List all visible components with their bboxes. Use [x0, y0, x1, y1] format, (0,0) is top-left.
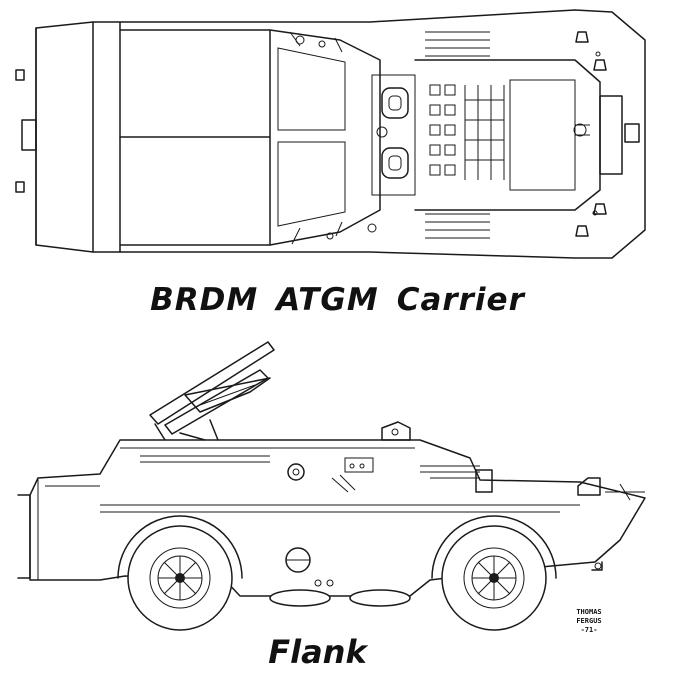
signature-line: FERGUS — [576, 617, 602, 625]
signature-line: -71- — [580, 626, 598, 634]
top-view-rear-light — [15, 181, 25, 193]
flank-view-front-arch — [431, 515, 557, 579]
title-word: ATGM — [276, 282, 379, 318]
flank-view-belly-wheel — [269, 589, 331, 607]
top-view-rear-hook — [21, 119, 37, 151]
flank-view-front-wheel — [441, 525, 547, 631]
signature-line: THOMAS — [576, 608, 602, 616]
flank-view-hull — [29, 439, 646, 597]
top-view-louvers — [425, 31, 576, 239]
top-view-rear-light — [15, 69, 25, 81]
top-view-hatch — [573, 123, 587, 137]
top-view-engine-deck — [269, 29, 381, 246]
artist-signature: THOMAS FERGUS -71- — [564, 608, 614, 635]
flank-view-launcher — [149, 341, 275, 441]
top-view-headlight — [575, 31, 589, 43]
top-view-driver-window — [599, 95, 623, 175]
top-view-drawing — [15, 9, 646, 259]
vehicle-title: BRDM ATGM Carrier — [0, 282, 675, 318]
top-view-rear-deck — [35, 21, 121, 253]
top-view-launcher — [119, 29, 271, 246]
flank-view-belly-wheel — [349, 589, 411, 607]
view-caption: Flank — [268, 633, 367, 671]
top-view-front-deck — [414, 59, 601, 211]
flank-view-rear-arch — [117, 515, 243, 579]
top-view-headlight — [575, 225, 589, 237]
flank-view-drawing — [17, 341, 646, 631]
top-view-periscope — [381, 147, 409, 179]
top-view-hull-outline — [35, 9, 646, 259]
flank-view-rear-wheel — [127, 525, 233, 631]
title-word: Carrier — [396, 282, 525, 318]
title-word: BRDM — [150, 282, 259, 318]
top-view-periscope — [381, 87, 409, 119]
flank-view-port — [287, 463, 305, 481]
flank-view-hatch — [381, 421, 411, 441]
